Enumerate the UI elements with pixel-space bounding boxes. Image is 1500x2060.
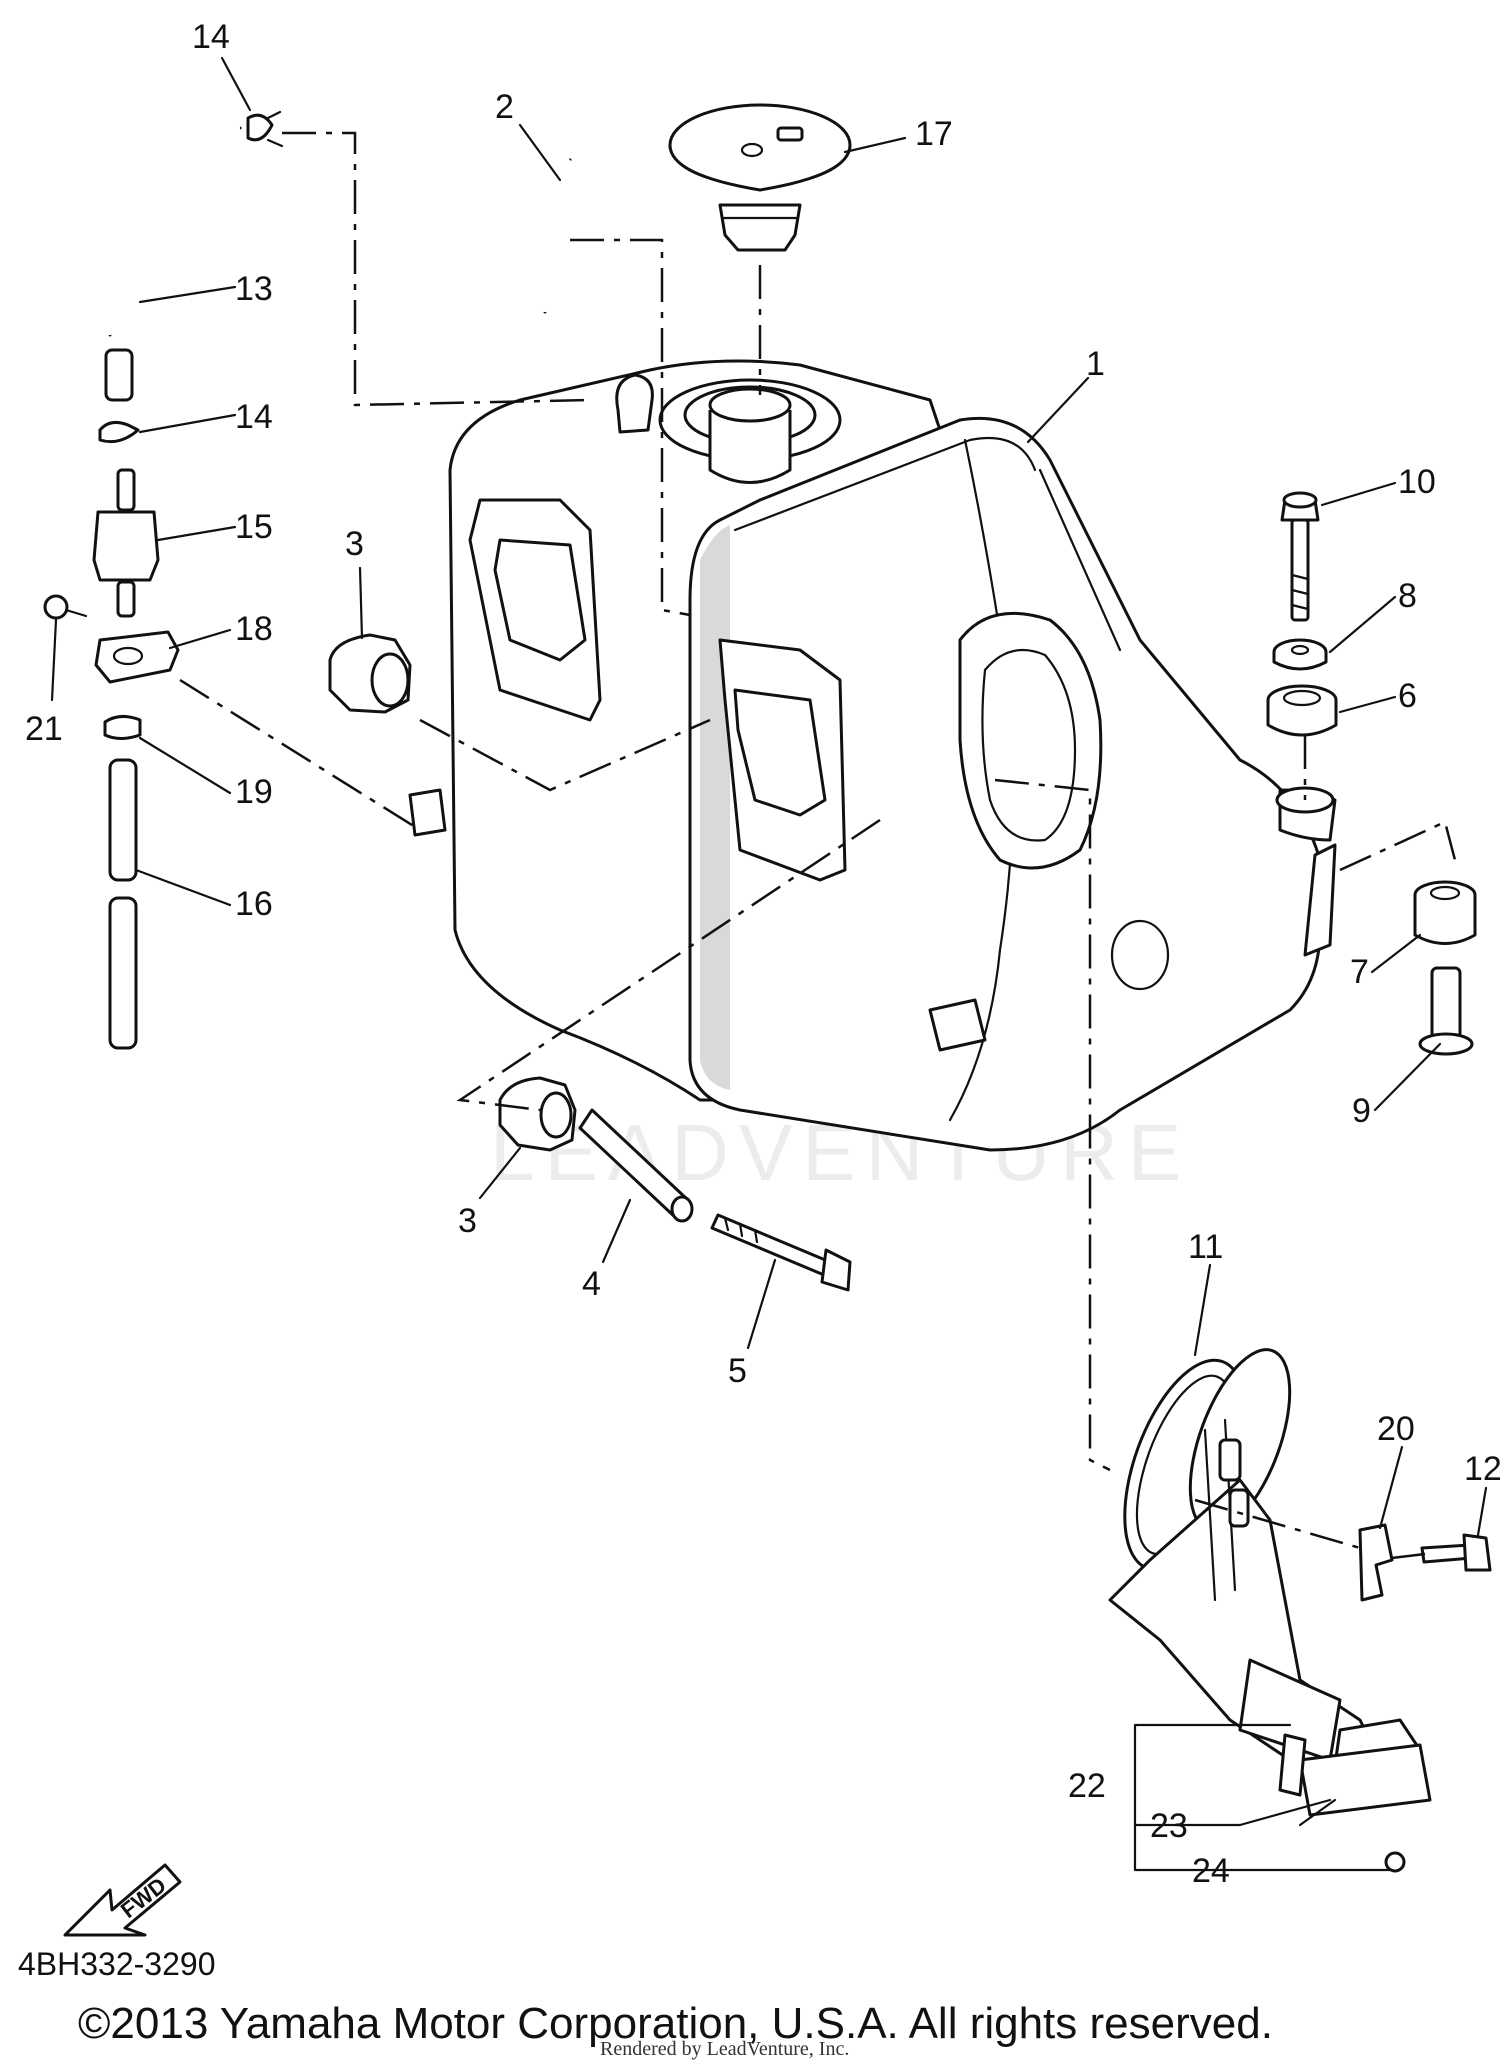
callout-2: 2 (495, 88, 514, 126)
damper-upper (328, 633, 412, 714)
callout-8: 8 (1398, 577, 1417, 615)
callout-4: 4 (582, 1265, 601, 1303)
callout-3-upper: 3 (345, 525, 364, 563)
center-lines (179, 131, 1457, 1560)
callout-22: 22 (1068, 1767, 1106, 1805)
callout-19: 19 (235, 773, 273, 811)
bracket-20 (1358, 1523, 1394, 1602)
callout-24: 24 (1192, 1852, 1230, 1890)
washer-8 (1272, 638, 1328, 671)
callout-10: 10 (1398, 463, 1436, 501)
callout-14-top: 14 (192, 18, 230, 56)
callout-17: 17 (915, 115, 953, 153)
callout-5: 5 (728, 1352, 747, 1390)
callout-21: 21 (25, 710, 63, 748)
collar (578, 1108, 694, 1223)
callout-18: 18 (235, 610, 273, 648)
callout-16: 16 (235, 885, 273, 923)
bolt-5 (710, 1213, 852, 1292)
damper-6 (1266, 684, 1338, 737)
callout-9: 9 (1352, 1092, 1371, 1130)
callout-12: 12 (1464, 1450, 1500, 1488)
callouts: 14 2 17 13 1 14 15 3 10 8 21 18 6 19 16 … (25, 18, 1500, 1890)
fwd-arrow-icon: FWD (63, 1863, 182, 1937)
callout-13: 13 (235, 270, 273, 308)
hose-assembly (43, 110, 284, 1050)
callout-6: 6 (1398, 677, 1417, 715)
callout-3-lower: 3 (458, 1202, 477, 1240)
callout-1: 1 (1086, 345, 1105, 383)
rendered-by-notice: Rendered by LeadVenture, Inc. (600, 2038, 849, 2060)
callout-14-mid: 14 (235, 398, 273, 436)
vent-hose (535, 153, 578, 314)
fuel-pump-assembly (1108, 1348, 1432, 1873)
fuel-tank (408, 359, 1337, 1152)
callout-7: 7 (1350, 953, 1369, 991)
damper-lower (498, 1076, 577, 1152)
collar-9 (1418, 966, 1474, 1056)
callout-11: 11 (1188, 1228, 1223, 1266)
screw-12 (1420, 1533, 1492, 1572)
leader-lines (50, 56, 1488, 1872)
callout-20: 20 (1377, 1410, 1415, 1448)
fuel-cap (668, 103, 852, 252)
callout-23: 23 (1150, 1807, 1188, 1845)
callout-15: 15 (235, 508, 273, 546)
part-code: 4BH332-3290 (18, 1946, 215, 1982)
bolt-10 (1280, 491, 1320, 622)
damper-7 (1413, 880, 1477, 945)
copyright-notice: ©2013 Yamaha Motor Corporation, U.S.A. A… (78, 1999, 1273, 2048)
